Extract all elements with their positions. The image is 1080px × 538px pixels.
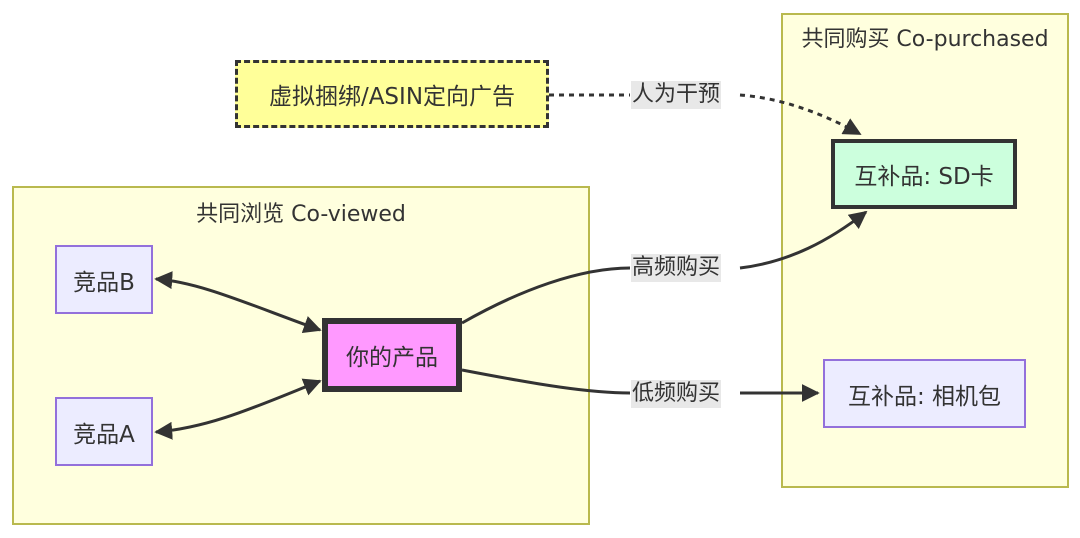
cluster-co-purchased-title: 共同购买 Co-purchased <box>801 27 1049 52</box>
node-sd-card[interactable]: 互补品: SD卡 <box>831 139 1017 209</box>
edge-competitor-b-to-product <box>154 271 322 334</box>
node-competitor-a[interactable]: 竞品A <box>55 397 153 466</box>
node-your-product-label: 你的产品 <box>346 345 438 371</box>
node-competitor-a-label: 竞品A <box>73 421 135 448</box>
node-ad[interactable]: 虚拟捆绑/ASIN定向广告 <box>235 60 549 128</box>
edge-competitor-a-to-product <box>154 378 322 440</box>
edge-label-product-to-sd: 高频购买 <box>631 254 722 282</box>
node-sd-card-label: 互补品: SD卡 <box>854 164 994 190</box>
node-competitor-b[interactable]: 竞品B <box>55 245 153 314</box>
edge-label-ad-to-sd: 人为干预 <box>631 81 722 109</box>
node-camera-bag-label: 互补品: 相机包 <box>847 383 1002 410</box>
cluster-co-viewed: 共同浏览 Co-viewed <box>12 186 590 525</box>
edge-product-to-sd <box>461 212 866 325</box>
edge-product-to-bag <box>461 368 818 393</box>
node-camera-bag[interactable]: 互补品: 相机包 <box>823 359 1026 428</box>
edge-ad-to-sd <box>549 93 860 134</box>
node-ad-label: 虚拟捆绑/ASIN定向广告 <box>268 84 516 110</box>
edge-label-product-to-bag: 低频购买 <box>631 380 722 408</box>
node-competitor-b-label: 竞品B <box>73 269 135 296</box>
cluster-co-viewed-title: 共同浏览 Co-viewed <box>196 202 406 227</box>
node-your-product[interactable]: 你的产品 <box>322 318 462 392</box>
